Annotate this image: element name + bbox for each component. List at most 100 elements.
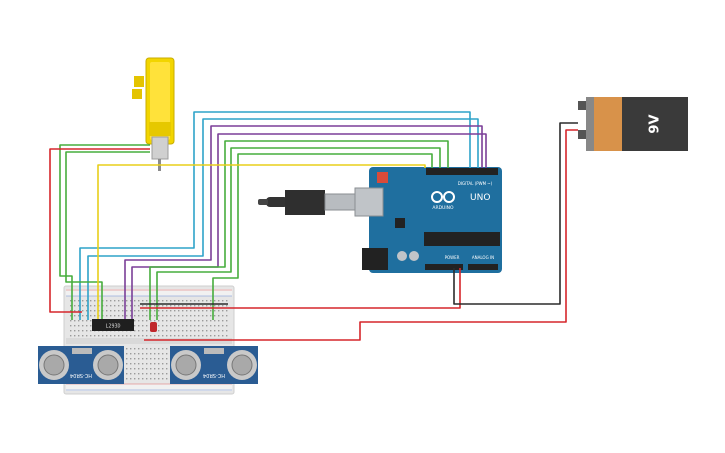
breadboard-hole <box>126 353 128 355</box>
breadboard-hole <box>118 305 120 307</box>
breadboard-hole <box>154 353 156 355</box>
breadboard-hole <box>174 310 176 312</box>
breadboard-hole <box>190 315 192 317</box>
breadboard-hole <box>210 325 212 327</box>
breadboard-hole <box>110 335 112 337</box>
arduino-digital-label: DIGITAL (PWM ~) <box>458 181 493 186</box>
breadboard-hole <box>206 300 208 302</box>
sensor-left-label: HC-SR04 <box>70 372 92 378</box>
breadboard-hole <box>170 305 172 307</box>
breadboard-hole <box>206 310 208 312</box>
breadboard-hole <box>130 315 132 317</box>
breadboard-hole <box>150 373 152 375</box>
breadboard-hole <box>86 300 88 302</box>
breadboard-hole <box>146 300 148 302</box>
usb-cable[interactable] <box>258 190 356 215</box>
breadboard-hole <box>142 305 144 307</box>
wire-green-4 <box>59 144 150 320</box>
breadboard-hole <box>134 330 136 332</box>
led-red[interactable] <box>150 322 157 332</box>
breadboard-hole <box>142 348 144 350</box>
breadboard-hole <box>130 363 132 365</box>
breadboard-hole <box>158 315 160 317</box>
breadboard-hole <box>198 305 200 307</box>
breadboard-hole <box>162 310 164 312</box>
breadboard-hole <box>182 320 184 322</box>
ic-l293d[interactable]: L293D <box>92 319 134 331</box>
breadboard-hole <box>142 373 144 375</box>
breadboard-hole <box>174 335 176 337</box>
breadboard-hole <box>82 320 84 322</box>
breadboard-hole <box>82 325 84 327</box>
breadboard-hole <box>90 305 92 307</box>
breadboard-hole <box>222 315 224 317</box>
breadboard-hole <box>162 330 164 332</box>
breadboard-hole <box>162 325 164 327</box>
breadboard-hole <box>134 353 136 355</box>
breadboard-hole <box>122 305 124 307</box>
breadboard-hole <box>198 320 200 322</box>
breadboard-hole <box>166 325 168 327</box>
arduino-uno[interactable]: ARDUINO UNO DIGITAL (PWM ~) POWER ANALOG… <box>354 167 502 273</box>
breadboard-hole <box>90 310 92 312</box>
breadboard-hole <box>82 335 84 337</box>
wire-green-5 <box>65 151 150 320</box>
breadboard-hole <box>134 305 136 307</box>
breadboard-hole <box>146 373 148 375</box>
wires[interactable] <box>49 111 578 341</box>
breadboard-hole <box>186 310 188 312</box>
breadboard-hole <box>118 310 120 312</box>
breadboard-hole <box>146 378 148 380</box>
breadboard-hole <box>94 310 96 312</box>
breadboard-hole <box>70 330 72 332</box>
breadboard-hole <box>162 335 164 337</box>
breadboard-hole <box>214 300 216 302</box>
breadboard-hole <box>78 330 80 332</box>
breadboard-hole <box>198 335 200 337</box>
breadboard-hole <box>82 310 84 312</box>
breadboard-hole <box>90 335 92 337</box>
breadboard-hole <box>154 335 156 337</box>
breadboard-hole <box>90 330 92 332</box>
breadboard-hole <box>174 320 176 322</box>
breadboard-hole <box>86 330 88 332</box>
breadboard-hole <box>138 373 140 375</box>
breadboard-hole <box>146 368 148 370</box>
breadboard-hole <box>222 330 224 332</box>
breadboard-hole <box>134 310 136 312</box>
breadboard-hole <box>134 363 136 365</box>
breadboard-hole <box>150 363 152 365</box>
breadboard-hole <box>82 330 84 332</box>
breadboard-hole <box>166 315 168 317</box>
breadboard-hole <box>198 310 200 312</box>
breadboard-hole <box>222 310 224 312</box>
dc-motor[interactable] <box>132 57 175 171</box>
breadboard-hole <box>170 315 172 317</box>
breadboard-hole <box>170 330 172 332</box>
breadboard-hole <box>130 368 132 370</box>
breadboard-hole <box>226 320 228 322</box>
breadboard-hole <box>222 300 224 302</box>
breadboard-hole <box>130 353 132 355</box>
ultrasonic-sensor-right[interactable]: HC-SR04 <box>170 346 258 384</box>
breadboard-hole <box>78 300 80 302</box>
breadboard-hole <box>130 378 132 380</box>
breadboard-hole <box>162 315 164 317</box>
ultrasonic-sensor-left[interactable]: HC-SR04 <box>38 346 124 384</box>
breadboard-hole <box>146 363 148 365</box>
breadboard-hole <box>150 358 152 360</box>
breadboard-hole <box>226 335 228 337</box>
breadboard-hole <box>210 335 212 337</box>
battery-9v[interactable]: 9V <box>578 97 688 151</box>
breadboard-hole <box>158 320 160 322</box>
wire-red-motor <box>49 148 150 313</box>
breadboard-hole <box>162 353 164 355</box>
breadboard-hole <box>190 320 192 322</box>
breadboard-hole <box>198 300 200 302</box>
breadboard-hole <box>150 320 152 322</box>
arduino-brand: ARDUINO <box>432 205 454 211</box>
breadboard-hole <box>218 310 220 312</box>
breadboard-hole <box>162 368 164 370</box>
breadboard-hole <box>146 330 148 332</box>
